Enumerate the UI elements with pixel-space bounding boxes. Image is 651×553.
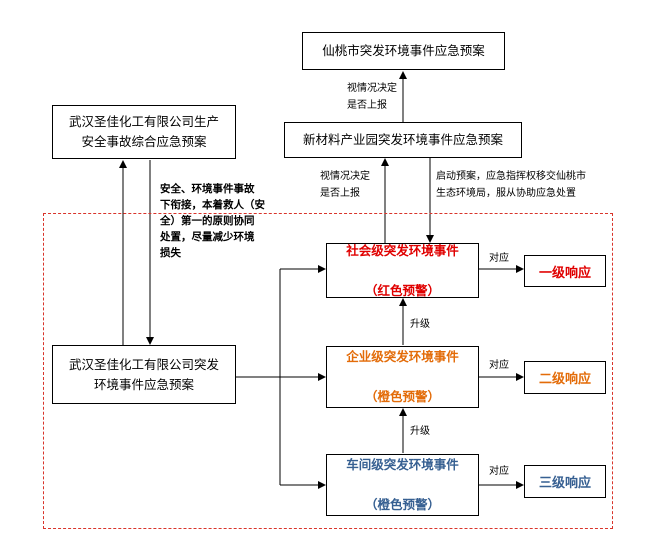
upgrade-label-1: 升级	[410, 319, 430, 330]
wuhan-safety-plan-box: 武汉圣佳化工有限公司生产 安全事故综合应急预案	[52, 105, 236, 159]
workshop-event-box: 车间级突发环境事件 （橙色预警）	[326, 454, 479, 516]
wuhan-safety-plan-label: 武汉圣佳化工有限公司生产 安全事故综合应急预案	[68, 114, 219, 149]
social-event-title: 社会级突发环境事件	[346, 242, 459, 258]
social-event-warning: （红色预警）	[364, 282, 440, 298]
level1-response-label: 一级响应	[538, 265, 591, 281]
enterprise-event-warning: （橙色预警）	[364, 389, 440, 404]
level1-response-box: 一级响应	[524, 255, 606, 287]
safety-coordination-note: 安全、环境事件事故 下衔接，本着救人（安 全）第一的原则协同 处置，尽量减少环境…	[160, 183, 265, 259]
activate-plan-label: 启动预案，应急指挥权移交仙桃市 生态环境局，服从协助应急处置	[436, 171, 586, 199]
correspond-label-1: 对应	[489, 253, 509, 264]
report-lower-label: 视情况决定 是否上报	[320, 171, 370, 199]
enterprise-event-box: 企业级突发环境事件 （橙色预警）	[326, 346, 479, 408]
xiantao-plan-box: 仙桃市突发环境事件应急预案	[302, 32, 505, 70]
level2-response-label: 二级响应	[538, 372, 591, 387]
enterprise-event-title: 企业级突发环境事件	[346, 349, 459, 364]
level2-response-box: 二级响应	[524, 361, 606, 394]
park-plan-box: 新材料产业园突发环境事件应急预案	[284, 122, 522, 158]
wuhan-env-plan-label: 武汉圣佳化工有限公司突发 环境事件应急预案	[68, 356, 219, 392]
correspond-label-2: 对应	[489, 360, 509, 371]
report-upper-label: 视情况决定 是否上报	[347, 83, 397, 111]
workshop-event-warning: （橙色预警）	[364, 497, 440, 512]
correspond-label-3: 对应	[489, 466, 509, 477]
enterprise-scope-frame	[43, 213, 613, 529]
level3-response-label: 三级响应	[538, 476, 591, 491]
upgrade-label-2: 升级	[410, 426, 430, 437]
level3-response-box: 三级响应	[524, 465, 606, 498]
park-plan-label: 新材料产业园突发环境事件应急预案	[302, 132, 503, 147]
social-event-box: 社会级突发环境事件 （红色预警）	[326, 243, 479, 298]
workshop-event-title: 车间级突发环境事件	[346, 457, 459, 472]
wuhan-env-plan-box: 武汉圣佳化工有限公司突发 环境事件应急预案	[52, 345, 236, 404]
xiantao-plan-label: 仙桃市突发环境事件应急预案	[322, 43, 485, 58]
